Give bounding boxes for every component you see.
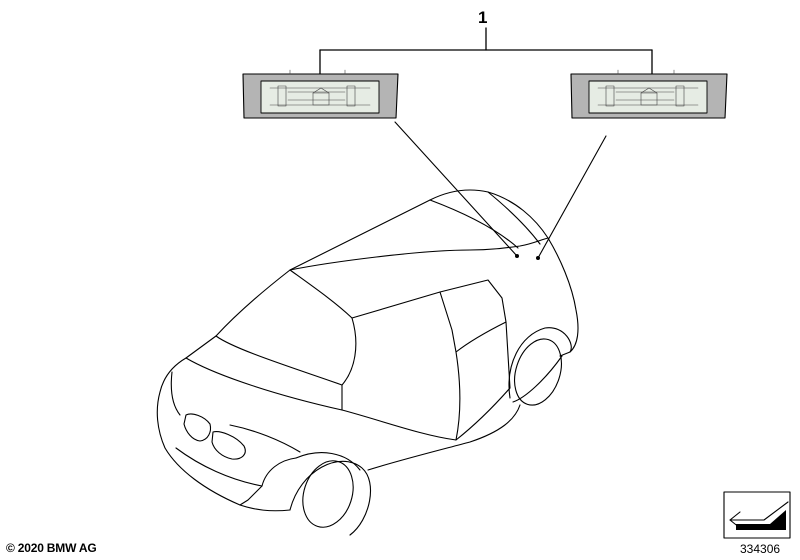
leader-lines <box>394 121 607 260</box>
callout-bracket <box>319 27 653 75</box>
lamp-left-icon[interactable] <box>242 69 399 119</box>
arrow-corner-icon[interactable] <box>723 491 791 539</box>
copyright-text: © 2020 BMW AG <box>6 541 97 555</box>
car-outline-icon <box>156 189 579 536</box>
lamp-right-icon[interactable] <box>570 69 728 119</box>
diagram-id-text: 334306 <box>740 542 781 556</box>
callout-number[interactable]: 1 <box>478 8 488 27</box>
